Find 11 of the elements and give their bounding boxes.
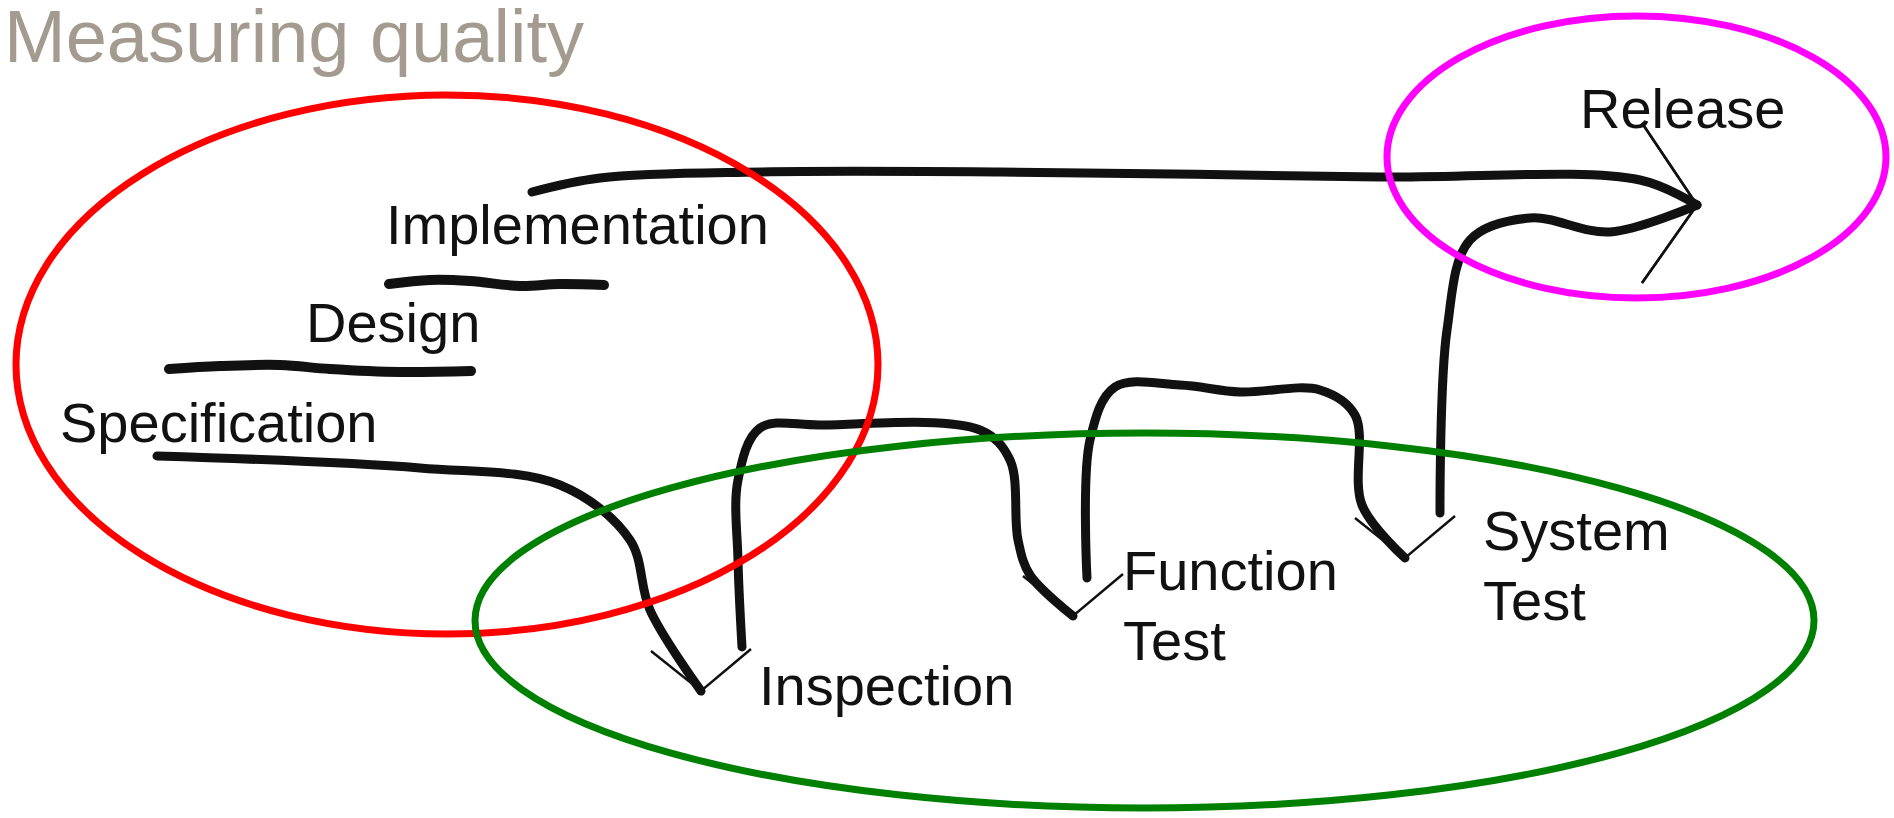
stage-label: Function Test	[1123, 538, 1339, 674]
title: Measuring quality	[4, 0, 584, 80]
stage-label: Implementation	[386, 192, 769, 258]
arrow	[731, 417, 1125, 652]
stage-label: Specification	[60, 390, 378, 456]
stage-label: Inspection	[759, 653, 1015, 719]
stage-label: Design	[306, 290, 481, 356]
arrow	[1080, 377, 1457, 583]
arrow	[152, 451, 753, 696]
stage-label: System Test	[1483, 498, 1671, 634]
stage-label: Release	[1580, 76, 1786, 142]
